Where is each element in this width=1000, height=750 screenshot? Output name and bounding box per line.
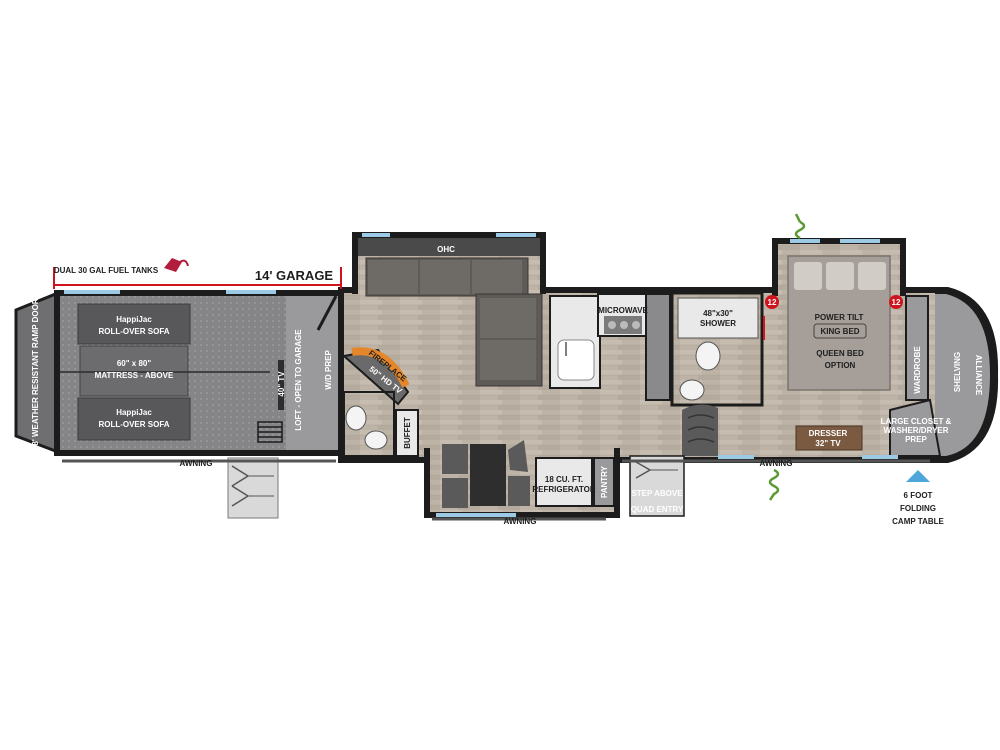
window <box>496 233 536 237</box>
refrigerator-label-1: 18 CU. FT. <box>545 475 583 484</box>
brand-logo: ALLIANCE <box>974 355 983 396</box>
dresser-label-2: 32" TV <box>815 439 841 448</box>
half-bath-sink <box>364 430 388 450</box>
closet-label-2: WASHER/DRYER <box>883 426 948 435</box>
sofa-top-label-2: ROLL-OVER SOFA <box>98 327 169 336</box>
window <box>718 455 754 459</box>
garage-length-label: 14' GARAGE <box>255 268 334 283</box>
shower-label-1: 48"x30" <box>703 309 733 318</box>
camp-table-label-3: CAMP TABLE <box>892 517 944 526</box>
sofa-bottom-label-1: HappiJac <box>116 408 152 417</box>
camp-table-arrow-icon <box>906 470 930 482</box>
bed-label-4: OPTION <box>825 361 856 370</box>
shelving-label: SHELVING <box>953 352 962 392</box>
window <box>790 239 820 243</box>
awning-kitchen-label: AWNING <box>504 517 537 526</box>
wd-prep-label: W/D PREP <box>324 350 333 390</box>
sofa-top-label-1: HappiJac <box>116 315 152 324</box>
sectional-sofa <box>365 257 543 387</box>
kitchen-island <box>549 295 601 389</box>
loft-label: LOFT - OPEN TO GARAGE <box>294 329 303 431</box>
large-closet <box>889 398 942 457</box>
ramp-door-label: 8' WEATHER RESISTANT RAMP DOOR <box>31 298 40 445</box>
usb-badge-left-label: 12 <box>768 298 777 307</box>
wardrobe <box>905 295 929 401</box>
camp-table-label-1: 6 FOOT <box>904 491 933 500</box>
window <box>840 239 880 243</box>
window <box>362 233 390 237</box>
dresser-label-1: DRESSER <box>809 429 848 438</box>
fuel-nozzle-icon <box>164 258 189 272</box>
buffet-label: BUFFET <box>403 417 412 449</box>
bed-label-3: QUEEN BED <box>816 349 864 358</box>
mattress <box>79 345 189 397</box>
range-cabinet <box>597 293 671 401</box>
awning-main-label: AWNING <box>760 459 793 468</box>
quad-entry-steps <box>629 455 685 517</box>
bed-label-1: POWER TILT <box>815 313 864 322</box>
water-hose-icon-bottom <box>768 468 780 501</box>
ohc-cabinet <box>358 238 540 256</box>
usb-badge-right-label: 12 <box>892 298 901 307</box>
king-bed <box>787 255 891 391</box>
bathroom-wall <box>670 291 764 407</box>
pantry <box>593 457 615 507</box>
half-bath-toilet <box>345 405 367 431</box>
wardrobe-label: WARDROBE <box>913 346 922 394</box>
sofa-top <box>77 303 191 345</box>
usb-badge-right <box>889 295 903 309</box>
dining-table <box>442 440 530 508</box>
fireplace-glow <box>351 347 410 388</box>
shower-label-2: SHOWER <box>700 319 736 328</box>
microwave-label: MICROWAVE <box>598 306 648 315</box>
garage-tv <box>278 360 284 410</box>
buffet <box>395 409 419 457</box>
loft-ladder <box>257 421 283 443</box>
sofa-bottom-label-2: ROLL-OVER SOFA <box>98 420 169 429</box>
sofa-bottom <box>77 397 191 441</box>
quad-entry-label: QUAD ENTRY <box>631 505 684 514</box>
window <box>436 513 516 517</box>
refrigerator <box>535 457 593 507</box>
awning-garage-label: AWNING <box>180 459 213 468</box>
step-above-label: STEP ABOVE <box>631 489 683 498</box>
half-bath <box>343 391 395 457</box>
refrigerator-label-2: REFRIGERATOR <box>532 485 595 494</box>
window <box>862 455 898 459</box>
shower <box>677 297 759 339</box>
loft-area <box>286 296 338 450</box>
water-hose-icon-top <box>794 213 806 240</box>
dresser <box>795 425 863 451</box>
garage-tv-label: 40" TV <box>277 371 286 397</box>
mattress-label-2: MATTRESS - ABOVE <box>95 371 174 380</box>
fuel-tanks-label: DUAL 30 GAL FUEL TANKS <box>54 266 159 275</box>
mattress-label-1: 60" x 80" <box>117 359 151 368</box>
garage-entry-steps <box>227 457 279 519</box>
closet-label-3: PREP <box>905 435 927 444</box>
ohc-label: OHC <box>437 245 455 254</box>
window <box>64 290 120 294</box>
window <box>226 290 276 294</box>
closet-label-1: LARGE CLOSET & <box>881 417 952 426</box>
bed-label-2: KING BED <box>820 327 859 336</box>
bath-sink <box>679 379 705 401</box>
usb-badge-left <box>765 295 779 309</box>
camp-table-label-2: FOLDING <box>900 504 936 513</box>
pantry-label: PANTRY <box>600 465 609 498</box>
toilet <box>695 341 721 371</box>
